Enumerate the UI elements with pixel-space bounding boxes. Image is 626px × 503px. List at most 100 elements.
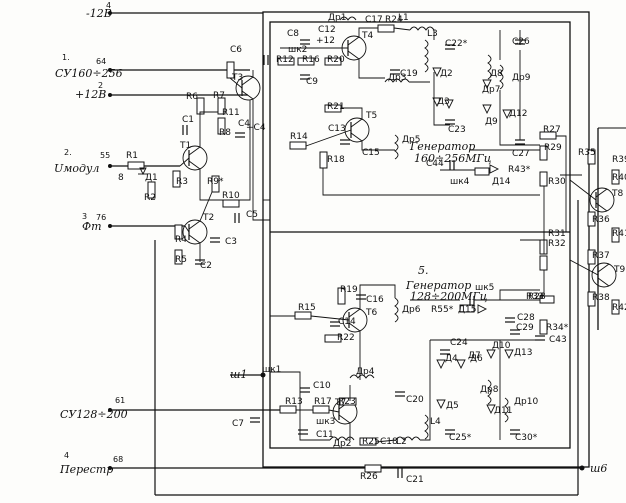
lbl-T9: Т9 (613, 265, 625, 275)
label-resistors-12: R13 (285, 397, 303, 407)
label-capacitors-8: C9 (306, 77, 318, 87)
lbl-T3: Т3 (231, 73, 243, 83)
label-chokes-5: Др6 (402, 305, 421, 315)
label-chokes-6: Др7 (482, 85, 500, 95)
label-chokes-1: Др2 (333, 439, 351, 449)
upper-gen-range: 160÷256МГц (414, 152, 492, 165)
label-test_points-4: шк5 (475, 283, 494, 293)
label-resistors-31: R32 (548, 239, 566, 249)
label-test_points-0: шк1 (262, 365, 281, 375)
label-diodes-6: Д7 (468, 351, 481, 361)
label-diodes-2: Д3 (437, 97, 450, 107)
label-chokes-7: Др8 (480, 385, 499, 395)
label-resistors-4: R5 (175, 255, 187, 265)
lbl-T4: Т4 (361, 31, 373, 41)
label-test_points-2: шк3 (316, 417, 335, 427)
lower-gen-range: 128÷200МГц (410, 290, 488, 303)
label-chokes-9: Др10 (514, 397, 538, 407)
lbl-T1: Т1 (179, 141, 191, 151)
label-resistors-43: R55* (431, 305, 454, 315)
label-diodes-9: Д10 (492, 341, 511, 351)
term-su160-num: 1. (62, 53, 70, 62)
label-capacitors-31: C44 (426, 159, 444, 169)
term-minus12-num: 4 (106, 1, 111, 10)
label-resistors-14: R15 (298, 303, 316, 313)
term-plus12-pin: 2 (98, 81, 103, 90)
label-chokes-2: Др3 (388, 73, 406, 83)
term-su128-pin: 61 (115, 396, 125, 405)
label-resistors-29: R30 (548, 177, 566, 187)
label-resistors-13: R14 (290, 132, 308, 142)
component-labels: Т1 Т2 Т3 Т4 Т5 Т6 Т7 Т8 Т9 R1 R2 R3 R4 R… (118, 13, 626, 485)
label-chokes-3: Др4 (356, 367, 375, 377)
label-resistors-2: R3 (176, 177, 188, 187)
label-diodes-8: Д9 (485, 117, 498, 127)
term-plus12-label: +12В (75, 88, 106, 101)
lbl-T7: Т7 (334, 398, 346, 408)
label-resistors-7: R8 (219, 128, 231, 138)
label-misc-2: 8 (118, 173, 124, 183)
label-capacitors-18: C19 (400, 69, 418, 79)
output-sh1: ш1 (230, 368, 247, 381)
label-resistors-26: R27 (543, 125, 561, 135)
lower-gen-block-num: 5. (418, 264, 429, 277)
label-capacitors-4: C5 (246, 210, 258, 220)
label-resistors-11: R12 (276, 55, 294, 65)
label-misc-1: +C4 (246, 123, 266, 133)
label-chokes-8: Др9 (512, 73, 531, 83)
label-capacitors-11: C12 (318, 25, 336, 35)
label-resistors-22: R23 (338, 397, 356, 407)
label-diodes-11: Д12 (509, 109, 527, 119)
label-inductors-3: L4 (430, 417, 441, 427)
label-misc-0: +12 (316, 36, 335, 46)
label-capacitors-14: C15 (362, 148, 380, 158)
term-perestr-label: Перестр (59, 463, 113, 476)
label-resistors-30: R31 (548, 229, 566, 239)
label-capacitors-0: C1 (182, 115, 194, 125)
label-inductors-2: L3 (427, 29, 438, 39)
term-ft-label: Фт (82, 220, 102, 233)
label-capacitors-6: C7 (232, 419, 244, 429)
term-umod-label: Uмодул (54, 162, 99, 175)
generator-frame-inner (269, 21, 571, 449)
label-capacitors-28: C29 (516, 323, 534, 333)
upper-gen-title: Генератор (409, 140, 475, 153)
label-capacitors-3: C4 (238, 119, 250, 129)
label-capacitors-19: C20 (406, 395, 424, 405)
label-diodes-1: Д2 (440, 69, 453, 79)
label-diodes-4: Д5 (446, 401, 459, 411)
label-capacitors-27: C28 (517, 313, 535, 323)
lbl-T5: Т5 (365, 111, 377, 121)
label-resistors-40: R41 (612, 229, 626, 239)
label-resistors-21: R22 (337, 333, 355, 343)
label-test_points-3: шк4 (450, 177, 470, 187)
label-resistors-19: R20 (327, 55, 345, 65)
label-resistors-0: R1 (126, 151, 138, 161)
label-resistors-41: R42 (612, 303, 626, 313)
label-capacitors-23: C24 (450, 338, 468, 348)
label-resistors-20: R21 (327, 102, 345, 112)
label-chokes-4: Др5 (402, 135, 420, 145)
label-capacitors-26: C27 (512, 149, 530, 159)
label-diodes-3: Д4 (445, 354, 458, 364)
label-diodes-13: Д14 (492, 177, 511, 187)
label-resistors-6: R7 (213, 91, 225, 101)
label-inductors-1: L2 (396, 437, 407, 447)
label-resistors-9: R10 (222, 191, 240, 201)
label-resistors-8: R9* (207, 177, 224, 187)
label-resistors-17: R18 (327, 155, 345, 165)
label-resistors-32: R33 (526, 292, 544, 302)
label-resistors-10: R11 (222, 108, 240, 118)
label-capacitors-7: C8 (287, 29, 299, 39)
label-resistors-24: R25 (362, 437, 380, 447)
label-capacitors-10: C11 (316, 430, 334, 440)
label-capacitors-25: C26 (512, 37, 530, 47)
lower-gen-title: Генератор (405, 279, 471, 292)
lbl-T8: Т8 (611, 189, 623, 199)
label-resistors-16: R17 (314, 397, 332, 407)
label-capacitors-5: C6 (230, 45, 242, 55)
term-su128-label: СУ128÷200 (60, 408, 128, 421)
term-minus12-label: -12В (86, 7, 112, 20)
lbl-T2: Т2 (202, 213, 214, 223)
